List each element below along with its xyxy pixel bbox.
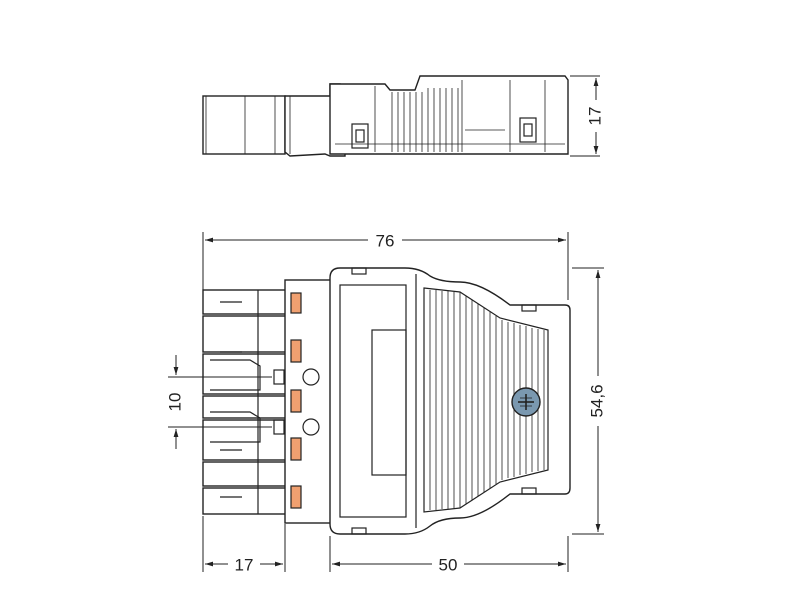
overall-length-label: 76	[376, 231, 395, 250]
plug-finger-5	[202, 419, 289, 461]
side-height-label: 17	[585, 107, 604, 126]
contact-1	[290, 292, 302, 314]
coding-square-2	[273, 419, 285, 435]
coding-circle-1	[302, 368, 320, 386]
contacts	[290, 292, 302, 509]
side-latch-right	[519, 117, 537, 143]
side-main-body	[329, 75, 569, 155]
main-housing	[329, 267, 571, 535]
overall-width-label: 54,6	[587, 384, 606, 417]
side-ribs	[391, 88, 459, 152]
plug-fingers	[202, 289, 289, 515]
notch-bottom-left	[351, 527, 367, 535]
notch-top-left	[351, 267, 367, 275]
plug-finger-1	[202, 289, 289, 315]
side-latch-right-inner	[523, 123, 533, 137]
screw-icon	[511, 387, 541, 417]
plug-length-label: 17	[235, 555, 254, 574]
top-view: 76	[165, 231, 606, 574]
side-view: 17	[202, 75, 604, 157]
coding-circle-2	[302, 418, 320, 436]
notch-top-right	[521, 304, 537, 312]
contact-3	[290, 389, 302, 413]
plug-finger-7	[202, 487, 289, 515]
plug-finger-6	[202, 461, 289, 487]
contact-4	[290, 437, 302, 461]
housing-label-window	[371, 329, 407, 476]
housing-length-label: 50	[439, 555, 458, 574]
plug-finger-4	[202, 395, 289, 419]
side-latch-left	[351, 123, 369, 149]
contact-5	[290, 485, 302, 509]
side-plug-pins	[202, 95, 286, 155]
rib-area	[423, 287, 549, 513]
pin-pitch-label: 10	[165, 393, 184, 412]
coding-symbols	[273, 368, 320, 436]
coding-square-1	[273, 369, 285, 385]
side-latch-left-inner	[355, 129, 365, 143]
plug-finger-2	[202, 315, 289, 353]
contact-2	[290, 339, 302, 363]
notch-bottom-right	[521, 487, 537, 495]
